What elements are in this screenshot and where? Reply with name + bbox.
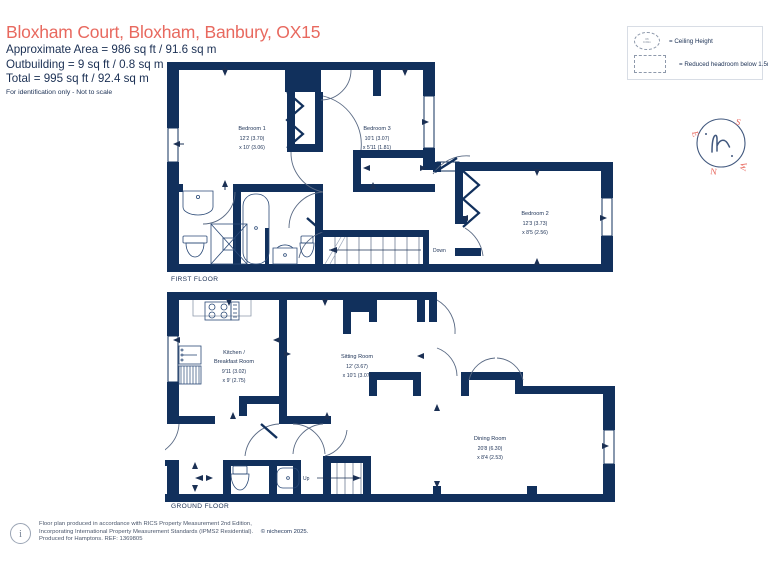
first-floor-walls — [167, 62, 613, 272]
reduced-headroom-icon — [634, 55, 666, 73]
first-floor-room-labels: Bedroom 1 12'2 (3.70) x 10' (3.06) Bedro… — [238, 126, 548, 236]
first-floor-label: FIRST FLOOR — [171, 276, 219, 283]
legend-row-ceiling-height: 0ft 0.00m = Ceiling Height — [634, 32, 713, 50]
room-dim-bedroom-1-a: 12'2 (3.70) — [240, 136, 265, 142]
legend-box: 0ft 0.00m = Ceiling Height = Reduced hea… — [627, 26, 768, 80]
cloakroom-fixtures — [230, 465, 300, 491]
first-floor-window-markers — [173, 66, 607, 265]
ceiling-badge-top: 0ft — [645, 37, 649, 41]
stairs-up-label: Up — [303, 476, 310, 482]
legend-ceiling-label: = Ceiling Height — [669, 37, 713, 45]
approximate-area: Approximate Area = 986 sq ft / 91.6 sq m — [6, 43, 217, 56]
compass-rose: S W N E — [690, 116, 749, 177]
compass-label-south: S — [734, 116, 742, 127]
footer-copyright: © nichecom 2025. — [260, 528, 309, 535]
footer: i Floor plan produced in accordance with… — [10, 521, 308, 544]
footer-line-2: Incorporating International Property Mea… — [39, 529, 308, 537]
outbuilding-area: Outbuilding = 9 sq ft / 0.8 sq m — [6, 57, 164, 71]
room-dim-dining-a: 20'8 (6.30) — [478, 446, 503, 452]
compass-label-west: W — [737, 162, 748, 173]
room-label-kitchen-line1: Kitchen / — [223, 350, 245, 356]
legend-row-reduced-headroom: = Reduced headroom below 1.5m — [634, 55, 768, 73]
ground-floor-up-arrow — [317, 475, 361, 481]
first-floor-plan: Down Bedroom 1 12'2 (3.70) x 10' (3.06) … — [167, 62, 613, 272]
room-dim-bedroom-3-a: 10'1 (3.07) — [365, 136, 390, 142]
ground-floor-door-leaves — [260, 423, 278, 439]
room-label-sitting-room: Sitting Room — [341, 354, 373, 360]
first-floor-down-arrow — [329, 247, 421, 253]
footer-line-3: Produced for Hamptons. REF: 1369805 — [39, 536, 143, 543]
room-dim-bedroom-1-b: x 10' (3.06) — [239, 145, 265, 151]
room-dim-kitchen-a: 9'11 (3.02) — [222, 369, 247, 375]
room-dim-bedroom-2-a: 12'3 (3.73) — [523, 221, 548, 227]
first-floor-door-leaves — [306, 156, 458, 233]
first-floor-fixtures — [182, 190, 315, 265]
footer-text: Floor plan produced in accordance with R… — [39, 521, 308, 544]
ground-floor-walls — [165, 292, 615, 502]
ground-floor-window-markers — [173, 299, 609, 492]
footer-line-2a: Incorporating International Property Mea… — [39, 528, 254, 535]
room-label-bedroom-1: Bedroom 1 — [238, 126, 265, 132]
ground-floor-door-swings — [165, 299, 524, 457]
ceiling-height-icon: 0ft 0.00m — [634, 32, 660, 50]
stairs-direction-label: Down — [433, 248, 446, 254]
ground-floor-label: GROUND FLOOR — [171, 503, 230, 510]
compass-label-north: N — [710, 166, 718, 177]
room-dim-bedroom-3-b: x 5'11 (1.81) — [363, 145, 392, 151]
room-label-bedroom-2: Bedroom 2 — [521, 211, 548, 217]
room-dim-dining-b: x 8'4 (2.53) — [477, 455, 503, 461]
legend-headroom-label: = Reduced headroom below 1.5m — [679, 60, 768, 68]
first-floor-staircase — [324, 236, 420, 265]
area-summary: Approximate Area = 986 sq ft / 91.6 sq m… — [6, 43, 216, 87]
page-title: Bloxham Court, Bloxham, Banbury, OX15 — [6, 22, 321, 42]
room-dim-sitting-b: x 10'1 (3.07) — [343, 373, 372, 379]
total-area: Total = 995 sq ft / 92.4 sq m — [6, 72, 149, 85]
room-label-bedroom-3: Bedroom 3 — [363, 126, 390, 132]
kitchen-fixtures — [178, 300, 252, 385]
room-label-kitchen-line2: Breakfast Room — [214, 359, 254, 365]
ground-floor-room-labels: Kitchen / Breakfast Room 9'11 (3.02) x 9… — [214, 350, 507, 461]
info-icon: i — [10, 523, 31, 544]
room-dim-kitchen-b: x 9' (2.75) — [223, 378, 246, 384]
room-dim-bedroom-2-b: x 8'5 (2.56) — [522, 230, 548, 236]
ground-floor-plan: Up Kitchen / Breakfast Room 9'11 (3.02) … — [165, 292, 615, 502]
compass-label-east: E — [690, 130, 701, 138]
ceiling-badge-bottom: 0.00m — [643, 41, 651, 44]
disclaimer-text: For identification only - Not to scale — [6, 89, 113, 96]
footer-line-1: Floor plan produced in accordance with R… — [39, 521, 252, 527]
room-label-dining-room: Dining Room — [474, 436, 507, 442]
room-dim-sitting-a: 12' (3.67) — [346, 364, 368, 370]
